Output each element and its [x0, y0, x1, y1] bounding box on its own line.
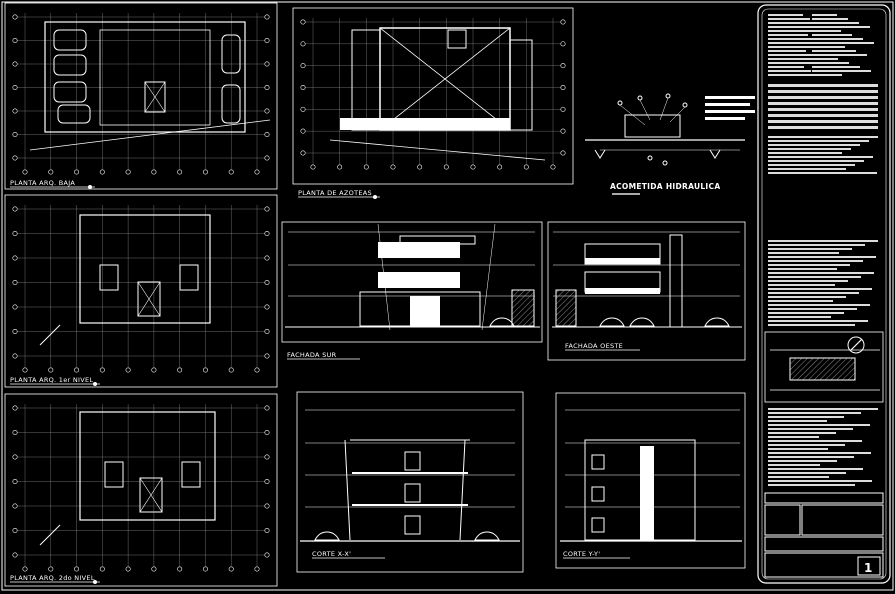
plan-second-title: PLANTA ARQ. 2do NIVEL	[10, 574, 95, 582]
section-xx-title: CORTE X-X'	[312, 550, 351, 558]
location-map	[764, 331, 884, 403]
section-xx-panel: CORTE X-X'	[296, 391, 524, 573]
hydraulic-connection-panel: ACOMETIDA HIDRAULICA	[585, 93, 755, 195]
title-block: 1	[757, 4, 891, 584]
title-block-notes	[768, 14, 878, 486]
hydraulic-connection-title: ACOMETIDA HIDRAULICA	[610, 182, 720, 191]
plan-roof-title: PLANTA DE AZOTEAS	[298, 189, 372, 197]
section-yy-panel: CORTE Y-Y'	[555, 392, 746, 569]
plan-first-panel: PLANTA ARQ. 1er NIVEL	[4, 194, 278, 388]
plan-first-title: PLANTA ARQ. 1er NIVEL	[10, 376, 93, 384]
plan-roof-panel: PLANTA DE AZOTEAS	[292, 7, 574, 199]
elevation-west-panel: FACHADA OESTE	[547, 221, 746, 361]
north-arrow-icon	[847, 336, 865, 354]
plan-ground-title: PLANTA ARQ. BAJA	[10, 179, 75, 187]
plan-ground-panel: PLANTA ARQ. BAJA	[4, 2, 278, 190]
elevation-west-title: FACHADA OESTE	[565, 342, 623, 350]
section-yy-title: CORTE Y-Y'	[563, 550, 600, 558]
elevation-south-title: FACHADA SUR	[287, 351, 337, 359]
elevation-south-panel: FACHADA SUR	[281, 221, 543, 360]
plan-second-panel: PLANTA ARQ. 2do NIVEL	[4, 393, 278, 587]
sheet-number: 1	[864, 561, 873, 575]
